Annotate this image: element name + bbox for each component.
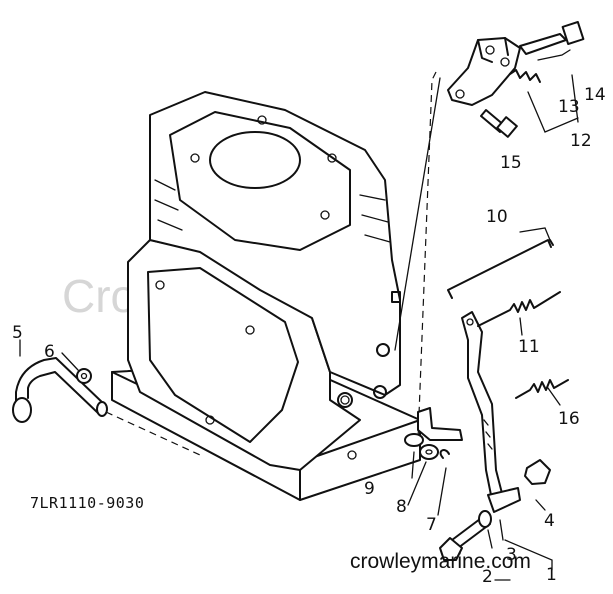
bracket-leader-line [417, 71, 437, 441]
callout-12: 12 [570, 131, 592, 151]
callout-11: 11 [518, 337, 540, 357]
callout-4: 4 [544, 511, 555, 531]
governor-bracket-assembly [447, 20, 585, 138]
callout-5: 5 [12, 323, 23, 343]
pivot-bolt [439, 510, 492, 561]
callout-3: 3 [506, 545, 517, 565]
callout-7: 7 [426, 515, 437, 535]
governor-spring [477, 291, 561, 327]
callout-10: 10 [486, 207, 508, 227]
callout-6: 6 [44, 342, 55, 362]
callout-1: 1 [546, 565, 557, 585]
part-code: 7LR1110-9030 [30, 494, 144, 512]
callout-8: 8 [396, 497, 407, 517]
callout-14: 14 [584, 85, 606, 105]
callout-2: 2 [482, 567, 493, 587]
governor-rod [447, 239, 554, 299]
callout-13: 13 [558, 97, 580, 117]
callout-9: 9 [364, 479, 375, 499]
governor-lever [461, 311, 521, 513]
callout-15: 15 [500, 153, 522, 173]
callout-leaders [19, 49, 579, 581]
website-label: crowleymarine.com [350, 550, 531, 573]
engine-block [111, 91, 421, 501]
callout-16: 16 [558, 409, 580, 429]
return-spring [515, 379, 569, 399]
elbow-pipe [12, 357, 201, 456]
